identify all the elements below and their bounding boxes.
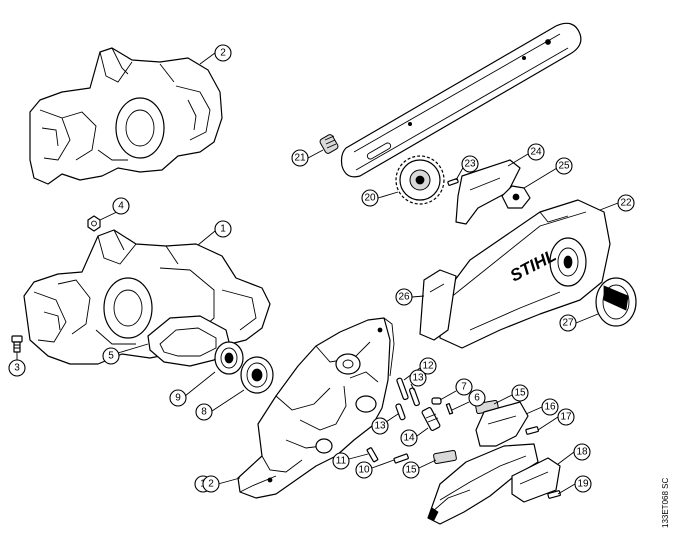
ball-bearing-large [240,356,274,394]
svg-text:19: 19 [577,479,589,490]
callout-24: 24 [527,143,545,161]
callout-23: 23 [461,155,479,173]
svg-text:9: 9 [175,393,181,404]
svg-text:11: 11 [336,456,347,467]
callout-14: 14 [400,429,418,447]
callout-16: 16 [541,398,559,416]
fitting-screw [11,335,23,353]
callout-26: 26 [395,288,413,306]
svg-text:27: 27 [562,318,574,329]
callout-17: 17 [557,408,575,426]
callout-9: 9 [169,389,187,407]
svg-text:7: 7 [461,382,467,393]
callout-21: 21 [291,149,309,167]
svg-text:24: 24 [530,147,542,158]
bumper-plate-18 [511,457,561,503]
callout-19: 19 [574,475,592,493]
crankcase-housing-top [29,47,223,185]
callout-22: 22 [617,194,635,212]
svg-text:25: 25 [558,161,570,172]
svg-text:21: 21 [294,153,306,164]
stud-bolt [421,407,441,431]
spacer-sleeve [319,134,339,154]
callout-13-lower: 13 [371,417,389,435]
bumper-spike [427,443,539,525]
gasket [147,315,231,367]
svg-text:13: 13 [374,421,386,432]
callout-7: 7 [455,378,473,396]
svg-text:6: 6 [474,393,480,404]
small-pins-group [395,377,454,421]
callout-20: 20 [361,189,379,207]
svg-text:8: 8 [201,407,207,418]
callout-1: 1 [214,220,232,238]
screw [447,178,459,186]
callout-3: 3 [8,359,26,377]
sprocket-cover: STIHL [439,199,611,349]
chain-sprocket [395,155,445,205]
svg-text:20: 20 [364,193,376,204]
crankcase-half-with-base [237,317,395,499]
ball-bearing-small [214,341,244,375]
callout-10: 10 [355,461,373,479]
svg-text:18: 18 [576,447,588,458]
svg-text:3: 3 [14,363,20,374]
callout-2-bottom: 2 [202,475,220,493]
callout-2-top: 2 [214,44,232,62]
callout-8: 8 [195,403,213,421]
callout-11: 11 [332,452,350,470]
screws-lower [366,447,409,464]
svg-text:2: 2 [220,48,226,59]
bumper-strip-lower [433,449,457,465]
svg-text:5: 5 [108,351,114,362]
collar-nut [501,185,531,209]
callout-4: 4 [112,197,130,215]
drawing-code: 133ET068 SC [661,478,670,528]
svg-text:23: 23 [464,159,476,170]
svg-text:1: 1 [220,224,226,235]
svg-text:10: 10 [358,465,370,476]
svg-text:4: 4 [118,201,124,212]
svg-text:15: 15 [405,465,417,476]
svg-text:26: 26 [398,292,410,303]
callout-15-lower: 15 [402,461,420,479]
svg-text:14: 14 [403,433,415,444]
callout-12: 12 [419,357,437,375]
svg-text:13: 13 [412,373,424,384]
svg-text:2: 2 [208,479,214,490]
screw-17 [525,426,539,435]
callout-5: 5 [102,347,120,365]
callout-18: 18 [573,443,591,461]
svg-text:12: 12 [422,361,434,372]
guide-bar [340,22,582,178]
svg-text:16: 16 [544,402,556,413]
callout-25: 25 [555,157,573,175]
callout-13-upper: 13 [409,369,427,387]
callout-15-upper: 15 [511,384,529,402]
callout-27: 27 [559,314,577,332]
svg-text:22: 22 [620,198,632,209]
hex-nut [87,215,101,232]
bumper-plate [475,401,529,447]
svg-text:17: 17 [560,412,572,423]
svg-text:15: 15 [514,388,526,399]
chain-catcher-pad [419,269,457,341]
callout-6: 6 [468,389,486,407]
cover-disc [595,277,637,327]
